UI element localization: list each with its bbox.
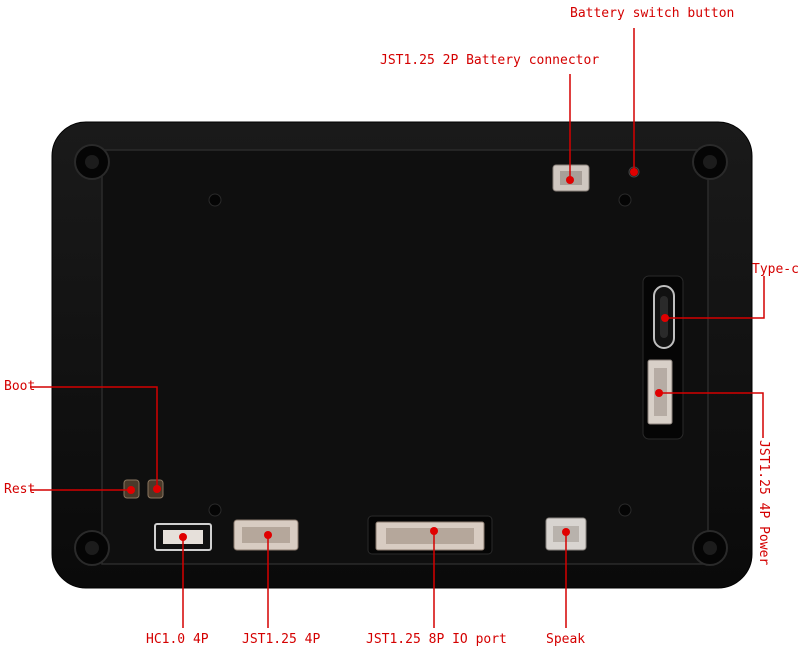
inner-hole-4 bbox=[618, 503, 632, 517]
label-power-4p: JST1.25 4P Power bbox=[756, 440, 771, 566]
label-battery-connector: JST1.25 2P Battery connector bbox=[380, 53, 600, 68]
callout-dot-battery-connector bbox=[566, 176, 574, 184]
callout-dot-battery-switch bbox=[630, 168, 638, 176]
callout-dot-hc-4p bbox=[179, 533, 187, 541]
io-port-slot bbox=[386, 528, 474, 544]
corner-screw-bottom-right bbox=[692, 530, 728, 566]
label-jst-4p: JST1.25 4P bbox=[242, 632, 321, 647]
label-io-port: JST1.25 8P IO port bbox=[366, 632, 507, 647]
callout-dot-type-c bbox=[661, 314, 669, 322]
callout-line-boot bbox=[30, 386, 158, 489]
label-speak: Speak bbox=[546, 632, 586, 647]
callout-dot-boot bbox=[153, 485, 161, 493]
label-hc-4p: HC1.0 4P bbox=[146, 632, 209, 647]
callout-dot-io-port bbox=[430, 527, 438, 535]
inner-hole-3 bbox=[208, 503, 222, 517]
callout-line-power-4p bbox=[659, 392, 764, 438]
corner-screw-top-left bbox=[74, 144, 110, 180]
callout-dot-speak bbox=[562, 528, 570, 536]
inner-hole-2 bbox=[618, 193, 632, 207]
callout-line-type-c bbox=[665, 276, 765, 319]
callout-dot-jst-4p bbox=[264, 531, 272, 539]
label-battery-switch: Battery switch button bbox=[570, 6, 735, 21]
label-boot: Boot bbox=[4, 379, 36, 394]
device-inner-panel bbox=[101, 149, 709, 565]
callout-dot-rest bbox=[127, 486, 135, 494]
label-rest: Rest bbox=[4, 482, 36, 497]
callout-lines bbox=[30, 28, 765, 628]
callout-dot-power-4p bbox=[655, 389, 663, 397]
label-type-c: Type-c bbox=[752, 262, 799, 277]
callout-dots bbox=[127, 168, 669, 541]
corner-screw-bottom-left bbox=[74, 530, 110, 566]
inner-hole-1 bbox=[208, 193, 222, 207]
corner-screw-top-right bbox=[692, 144, 728, 180]
